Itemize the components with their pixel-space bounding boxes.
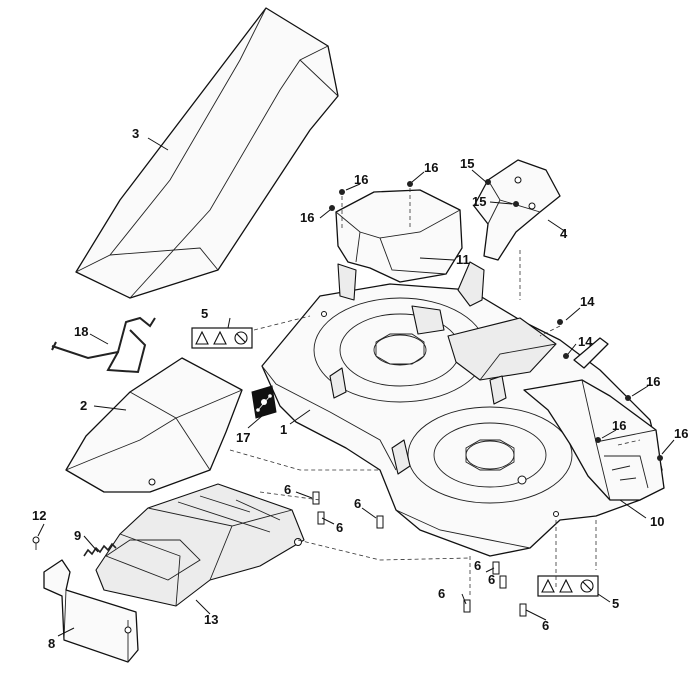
part-9-spring [83,542,117,557]
part-17-decal [251,385,277,419]
callout-3: 3 [132,126,139,141]
callout-2: 2 [80,398,87,413]
callout-16-b: 16 [612,418,626,433]
callout-5-bottom: 5 [612,596,619,611]
callout-10: 10 [650,514,664,529]
callout-12: 12 [32,508,46,523]
part-5-warning-label-bottom [537,575,599,597]
leader-lines [37,137,675,637]
callout-15-b: 15 [472,194,486,209]
callout-16-f: 16 [424,160,438,175]
part-11-blade-cover [335,189,463,301]
callout-11: 11 [456,252,470,267]
callout-4: 4 [560,226,568,241]
callout-9: 9 [74,528,81,543]
callout-13: 13 [204,612,218,627]
callout-6-g: 6 [542,618,549,633]
callout-6-c: 6 [354,496,361,511]
callout-16-e: 16 [354,172,368,187]
part-8-rear-plate [43,559,139,663]
callout-6-e: 6 [488,572,495,587]
part-13-collector-frame [95,483,305,607]
callout-6-d: 6 [474,558,481,573]
part-2-collector-top [65,357,243,493]
callout-14-b: 14 [578,334,593,349]
assembly-lines [229,188,641,598]
callout-18: 18 [74,324,88,339]
callout-labels: 3 18 5 2 17 1 12 9 8 13 6 6 6 6 6 6 6 5 … [32,126,688,651]
part-3-grass-chute [75,7,339,299]
callout-6-a: 6 [284,482,291,497]
part-10-side-cover [523,379,665,501]
callout-16-a: 16 [646,374,660,389]
callout-16-d: 16 [300,210,314,225]
part-18-wire-bracket [51,316,156,374]
callout-5-top: 5 [201,306,208,321]
callout-6-b: 6 [336,520,343,535]
callout-15-a: 15 [460,156,474,171]
part-1-mower-deck [261,261,663,557]
callout-14-a: 14 [580,294,595,309]
part-4-deflector [473,159,561,261]
screw-set [312,179,663,617]
part-12-screw [32,536,40,550]
callout-17: 17 [236,430,250,445]
callout-1: 1 [280,422,287,437]
part-5-warning-label-top [191,327,253,349]
callout-6-f: 6 [438,586,445,601]
callout-16-c: 16 [674,426,688,441]
callout-8: 8 [48,636,55,651]
